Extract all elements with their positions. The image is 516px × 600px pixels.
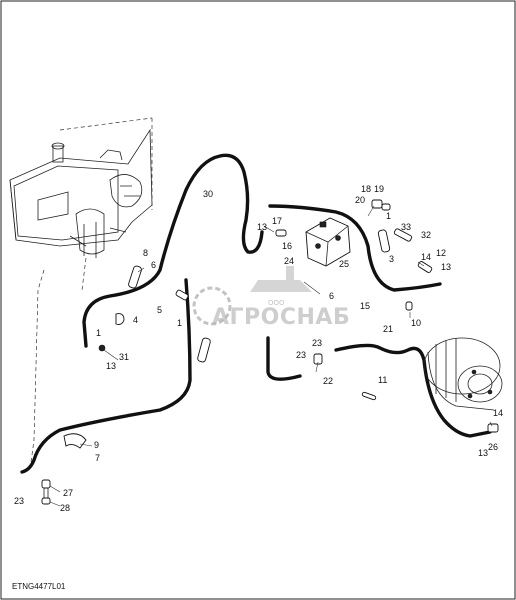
fitting-18-19 xyxy=(371,199,391,211)
callout-label: 26 xyxy=(488,442,498,452)
hose-23 xyxy=(266,336,302,381)
watermark-company: АГРОСНАБ xyxy=(212,305,350,330)
fitting-27-28 xyxy=(41,479,51,505)
callout-label: 16 xyxy=(282,241,292,251)
clip-9 xyxy=(63,433,87,449)
callout-label: 21 xyxy=(383,324,393,334)
callout-label: 22 xyxy=(323,376,333,386)
callout-label: 6 xyxy=(329,291,334,301)
callout-label: 32 xyxy=(421,230,431,240)
callout-label: 10 xyxy=(411,318,421,328)
callout-label: 5 xyxy=(157,305,162,315)
callout-label: 28 xyxy=(60,503,70,513)
clamp-8 xyxy=(128,265,142,289)
callout-label: 9 xyxy=(94,440,99,450)
callout-label: 1 xyxy=(386,211,391,221)
callout-label: 23 xyxy=(312,338,322,348)
callout-label: 13 xyxy=(441,262,451,272)
callout-label: 1 xyxy=(177,318,182,328)
callout-label: 13 xyxy=(106,361,116,371)
callout-label: 7 xyxy=(95,453,100,463)
callout-label: 19 xyxy=(374,184,384,194)
callout-label: 17 xyxy=(272,216,282,226)
callout-label: 24 xyxy=(284,256,294,266)
pin-11 xyxy=(361,391,377,401)
callout-label: 3 xyxy=(389,254,394,264)
callout-label: 23 xyxy=(14,496,24,506)
fitting-10 xyxy=(405,301,413,311)
callout-label: 13 xyxy=(257,222,267,232)
guide-line-tank xyxy=(81,257,87,291)
clamp-4 xyxy=(115,313,125,325)
callout-label: 13 xyxy=(478,448,488,458)
guide-line-left xyxy=(29,269,45,471)
control-valve-25 xyxy=(305,217,351,267)
callout-label: 15 xyxy=(360,301,370,311)
fitting-5 xyxy=(175,289,189,301)
clamp-center xyxy=(197,337,211,363)
clamp-3 xyxy=(377,229,391,253)
callout-label: 4 xyxy=(133,315,138,325)
callout-label: 14 xyxy=(493,408,503,418)
callout-label: 30 xyxy=(203,189,213,199)
callout-label: 25 xyxy=(339,259,349,269)
figure-code: ETNG4477L01 xyxy=(12,582,66,591)
hose-30 xyxy=(82,153,264,348)
callout-label: 23 xyxy=(296,350,306,360)
callout-label: 27 xyxy=(63,488,73,498)
callout-leaders xyxy=(49,205,493,507)
callout-label: 1 xyxy=(96,328,101,338)
hose-21 xyxy=(334,343,492,438)
hose-15 xyxy=(268,204,442,292)
fitting-26 xyxy=(487,423,499,433)
fitting-17 xyxy=(275,229,287,237)
fitting-31 xyxy=(98,344,106,352)
callout-label: 18 xyxy=(361,184,371,194)
fitting-33 xyxy=(393,228,413,242)
agrosnab-watermark: ООО АГРОСНАБ xyxy=(192,266,350,330)
callout-label: 31 xyxy=(119,352,129,362)
callout-labels: 30 18 19 20 1 33 32 13 17 16 24 25 8 6 1… xyxy=(14,184,503,513)
fitting-12 xyxy=(417,261,433,273)
fitting-22 xyxy=(313,353,323,365)
callout-label: 11 xyxy=(378,375,387,385)
tank-assembly xyxy=(9,117,153,258)
callout-label: 14 xyxy=(421,252,431,262)
callout-label: 33 xyxy=(401,222,411,232)
hydraulic-motor xyxy=(423,337,503,411)
watermark-prefix: ООО xyxy=(268,299,285,307)
callout-label: 6 xyxy=(151,260,156,270)
callout-label: 8 xyxy=(143,248,148,258)
hose-long-left xyxy=(20,278,192,474)
callout-label: 20 xyxy=(355,195,365,205)
callout-label: 12 xyxy=(436,248,446,258)
